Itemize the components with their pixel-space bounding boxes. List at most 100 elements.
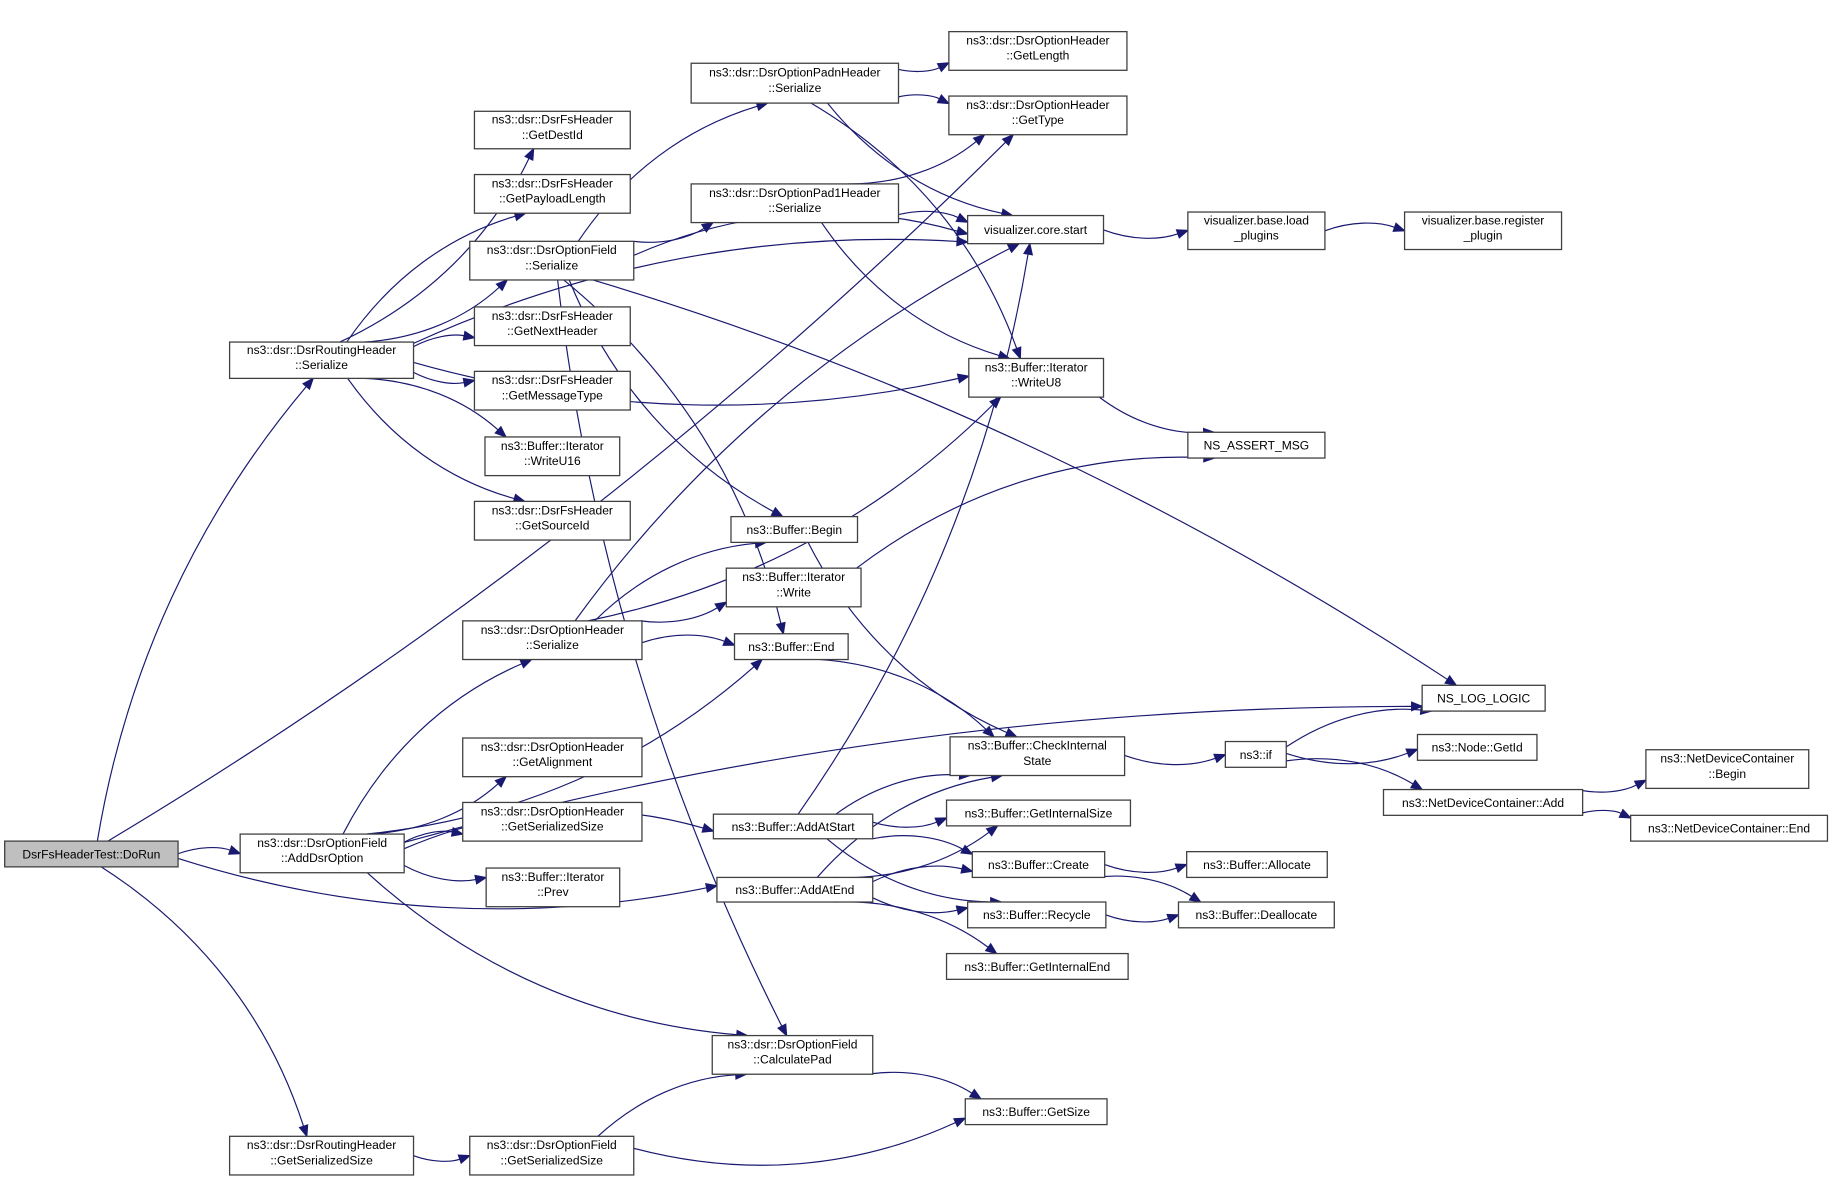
node-box[interactable] — [1645, 749, 1810, 790]
node-box[interactable] — [690, 62, 900, 104]
node-box[interactable] — [966, 901, 1107, 929]
node-label: visualizer.base.load — [1204, 213, 1309, 227]
node-nsif[interactable]: ns3::if — [1224, 740, 1287, 768]
node-deallocate[interactable]: ns3::Buffer::Deallocate — [1177, 901, 1335, 929]
node-box[interactable] — [473, 306, 631, 347]
node-ndcadd[interactable]: ns3::NetDeviceContainer::Add — [1382, 788, 1584, 816]
node-box[interactable] — [239, 833, 405, 874]
node-gettype[interactable]: ns3::dsr::DsrOptionHeader::GetType — [948, 95, 1128, 136]
node-end[interactable]: ns3::Buffer::End — [733, 633, 849, 661]
node-getintend[interactable]: ns3::Buffer::GetInternalEnd — [945, 952, 1129, 980]
node-box[interactable] — [948, 95, 1128, 136]
node-box[interactable] — [1186, 851, 1328, 879]
node-box[interactable] — [690, 183, 900, 224]
node-box[interactable] — [484, 436, 621, 477]
node-box[interactable] — [1630, 814, 1829, 842]
node-allocate[interactable]: ns3::Buffer::Allocate — [1186, 851, 1328, 879]
edge-line — [1324, 222, 1395, 232]
node-label: ::GetMessageType — [502, 388, 603, 402]
node-pad1[interactable]: ns3::dsr::DsrOptionPad1Header::Serialize — [690, 183, 900, 224]
node-box[interactable] — [473, 110, 631, 150]
edge-create-to-allocate — [1104, 863, 1189, 874]
node-ndcend[interactable]: ns3::NetDeviceContainer::End — [1630, 814, 1829, 842]
node-box[interactable] — [945, 799, 1132, 827]
node-of_ser[interactable]: ns3::dsr::DsrOptionField::Serialize — [469, 240, 635, 281]
node-box[interactable] — [730, 515, 859, 544]
node-box[interactable] — [945, 952, 1129, 980]
node-write[interactable]: ns3::Buffer::Iterator::Write — [725, 567, 862, 608]
edge-line — [821, 222, 1000, 357]
node-box[interactable] — [712, 813, 874, 840]
node-getintsize[interactable]: ns3::Buffer::GetInternalSize — [945, 799, 1132, 827]
node-loglogic[interactable]: NS_LOG_LOGIC — [1421, 684, 1546, 712]
arrowhead-icon — [524, 147, 535, 162]
node-label: _plugin — [1463, 229, 1503, 243]
node-loadplugins[interactable]: visualizer.base.load_plugins — [1187, 211, 1326, 251]
node-create[interactable]: ns3::Buffer::Create — [971, 851, 1106, 879]
node-getlength[interactable]: ns3::dsr::DsrOptionHeader::GetLength — [948, 30, 1128, 71]
node-box[interactable] — [228, 341, 415, 380]
node-box[interactable] — [4, 840, 179, 868]
node-writeu16[interactable]: ns3::Buffer::Iterator::WriteU16 — [484, 436, 621, 477]
node-box[interactable] — [473, 500, 631, 541]
edge-rh_ser-to-writeu16 — [365, 377, 508, 439]
node-getalign[interactable]: ns3::dsr::DsrOptionHeader::GetAlignment — [462, 737, 643, 778]
node-getsrc[interactable]: ns3::dsr::DsrFsHeader::GetSourceId — [473, 500, 631, 541]
node-box[interactable] — [971, 851, 1106, 879]
node-box[interactable] — [469, 240, 635, 281]
node-regplugin[interactable]: visualizer.base.register_plugin — [1403, 211, 1563, 251]
node-of_gss[interactable]: ns3::dsr::DsrOptionField::GetSerializedS… — [469, 1135, 635, 1176]
node-box[interactable] — [485, 867, 621, 908]
node-box[interactable] — [462, 801, 643, 842]
node-assertmsg[interactable]: NS_ASSERT_MSG — [1187, 431, 1326, 459]
node-getnext[interactable]: ns3::dsr::DsrFsHeader::GetNextHeader — [473, 306, 631, 347]
node-rh_gss[interactable]: ns3::dsr::DsrRoutingHeader::GetSerialize… — [228, 1135, 415, 1176]
node-box[interactable] — [1382, 788, 1584, 816]
node-oh_ser[interactable]: ns3::dsr::DsrOptionHeader::Serialize — [462, 620, 643, 661]
node-box[interactable] — [1403, 211, 1563, 251]
node-box[interactable] — [1187, 431, 1326, 459]
node-getdestid[interactable]: ns3::dsr::DsrFsHeader::GetDestId — [473, 110, 631, 150]
node-box[interactable] — [966, 214, 1105, 245]
node-writeu8[interactable]: ns3::Buffer::Iterator::WriteU8 — [968, 357, 1105, 398]
node-calcpad[interactable]: ns3::dsr::DsrOptionField::CalculatePad — [711, 1034, 874, 1075]
node-adddsr[interactable]: ns3::dsr::DsrOptionField::AddDsrOption — [239, 833, 405, 874]
node-box[interactable] — [462, 620, 643, 661]
node-oh_gss[interactable]: ns3::dsr::DsrOptionHeader::GetSerialized… — [462, 801, 643, 842]
node-recycle[interactable]: ns3::Buffer::Recycle — [966, 901, 1107, 929]
node-box[interactable] — [1187, 211, 1326, 251]
node-box[interactable] — [1177, 901, 1335, 929]
node-begin[interactable]: ns3::Buffer::Begin — [730, 515, 859, 544]
node-box[interactable] — [473, 173, 631, 214]
node-dorun[interactable]: DsrFsHeaderTest::DoRun — [4, 840, 179, 868]
node-box[interactable] — [948, 30, 1128, 71]
node-getid[interactable]: ns3::Node::GetId — [1416, 733, 1538, 761]
node-ndcbegin[interactable]: ns3::NetDeviceContainer::Begin — [1645, 749, 1810, 790]
node-box[interactable] — [733, 633, 849, 661]
node-box[interactable] — [469, 1135, 635, 1176]
node-box[interactable] — [964, 1098, 1108, 1126]
node-corestart[interactable]: visualizer.core.start — [966, 214, 1105, 245]
node-prev[interactable]: ns3::Buffer::Iterator::Prev — [485, 867, 621, 908]
node-getsize[interactable]: ns3::Buffer::GetSize — [964, 1098, 1108, 1126]
node-getpayload[interactable]: ns3::dsr::DsrFsHeader::GetPayloadLength — [473, 173, 631, 214]
node-box[interactable] — [1421, 684, 1546, 712]
node-box[interactable] — [949, 736, 1126, 777]
node-padn[interactable]: ns3::dsr::DsrOptionPadnHeader::Serialize — [690, 62, 900, 104]
node-box[interactable] — [228, 1135, 415, 1176]
node-box[interactable] — [711, 1034, 874, 1075]
node-getmsg[interactable]: ns3::dsr::DsrFsHeader::GetMessageType — [473, 370, 631, 411]
node-addend[interactable]: ns3::Buffer::AddAtEnd — [716, 876, 874, 903]
node-box[interactable] — [462, 737, 643, 778]
node-rh_ser[interactable]: ns3::dsr::DsrRoutingHeader::Serialize — [228, 341, 415, 380]
node-box[interactable] — [725, 567, 862, 608]
node-box[interactable] — [473, 370, 631, 411]
node-box[interactable] — [968, 357, 1105, 398]
node-box[interactable] — [716, 876, 874, 903]
node-box[interactable] — [1416, 733, 1538, 761]
node-box[interactable] — [1224, 740, 1287, 768]
node-addstart[interactable]: ns3::Buffer::AddAtStart — [712, 813, 874, 840]
node-label: ns3::dsr::DsrOptionField — [257, 836, 387, 850]
